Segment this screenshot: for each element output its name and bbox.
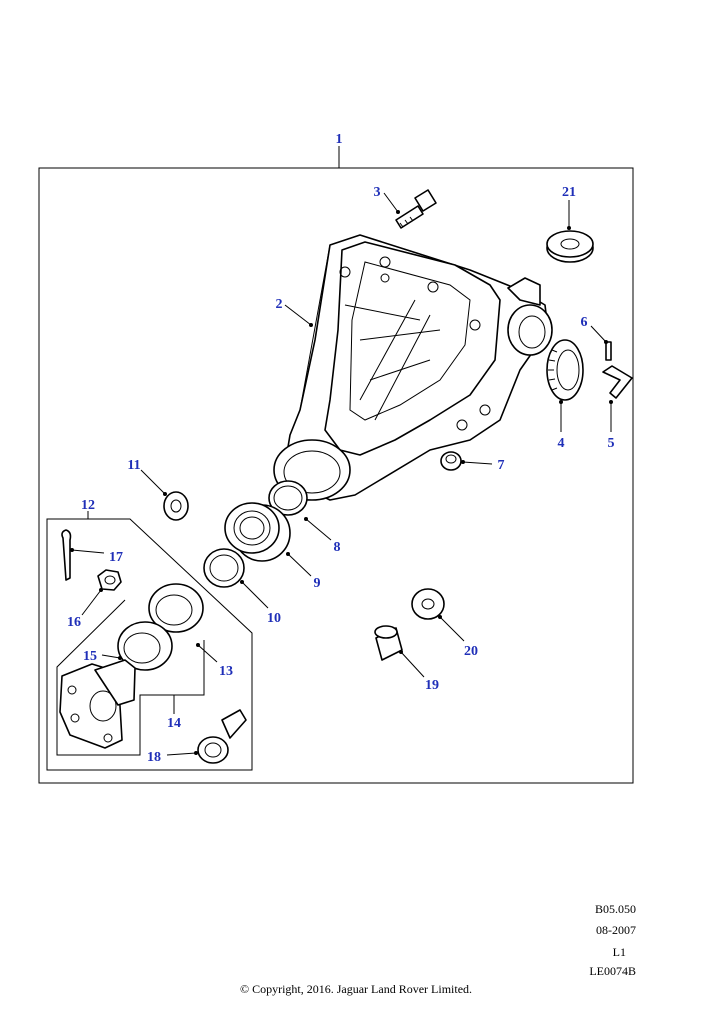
callout-16[interactable]: 16 bbox=[67, 615, 81, 630]
pin-part-6 bbox=[605, 341, 612, 361]
callout-7[interactable]: 7 bbox=[498, 458, 505, 473]
callout-19[interactable]: 19 bbox=[425, 678, 439, 693]
diagram-level: L1 bbox=[612, 945, 626, 959]
callout-2[interactable]: 2 bbox=[276, 297, 283, 312]
callout-5[interactable]: 5 bbox=[608, 436, 615, 451]
callout-9[interactable]: 9 bbox=[314, 576, 321, 591]
callout-6[interactable]: 6 bbox=[581, 315, 588, 330]
seal-part-10 bbox=[203, 548, 245, 588]
callout-1[interactable]: 1 bbox=[336, 132, 343, 147]
callout-3[interactable]: 3 bbox=[374, 185, 381, 200]
nut-part-7 bbox=[440, 451, 462, 471]
callout-12[interactable]: 12 bbox=[81, 498, 95, 513]
o-ring-part-8 bbox=[268, 480, 308, 516]
castle-nut-part-16 bbox=[97, 569, 122, 591]
seal-part-13 bbox=[148, 583, 204, 633]
callout-20[interactable]: 20 bbox=[464, 644, 478, 659]
cotter-pin-part-17 bbox=[61, 529, 72, 581]
diagram-ref: B05.050 bbox=[594, 902, 636, 916]
assembly-frame bbox=[38, 167, 634, 784]
tone-ring-part-4 bbox=[546, 339, 584, 401]
leader-lines bbox=[70, 146, 613, 756]
callout-18[interactable]: 18 bbox=[147, 750, 161, 765]
callout-11[interactable]: 11 bbox=[127, 458, 140, 473]
bearing-part-9 bbox=[224, 502, 291, 562]
bolt-part-3 bbox=[395, 189, 437, 229]
bush-part-20 bbox=[411, 588, 445, 620]
washer-part-11 bbox=[163, 491, 189, 521]
callout-17[interactable]: 17 bbox=[109, 550, 123, 565]
copyright-notice: © Copyright, 2016. Jaguar Land Rover Lim… bbox=[239, 982, 473, 996]
callout-4[interactable]: 4 bbox=[558, 436, 565, 451]
kit-12-frame bbox=[46, 518, 253, 771]
washer-part-21 bbox=[546, 230, 594, 263]
callout-8[interactable]: 8 bbox=[334, 540, 341, 555]
differential-housing bbox=[273, 234, 553, 501]
kit-14-frame bbox=[56, 599, 205, 756]
callout-21[interactable]: 21 bbox=[562, 185, 576, 200]
flange-part-14 bbox=[59, 659, 136, 749]
callout-10[interactable]: 10 bbox=[267, 611, 281, 626]
callout-15[interactable]: 15 bbox=[83, 649, 97, 664]
diagram-code: LE0074B bbox=[589, 964, 636, 978]
seal-part-15 bbox=[117, 621, 173, 671]
bush-part-19 bbox=[374, 625, 403, 661]
bracket-part-5 bbox=[602, 365, 633, 399]
callout-14[interactable]: 14 bbox=[167, 716, 181, 731]
diagram-date: 08-2007 bbox=[596, 923, 636, 937]
callouts: 1 2 3 4 5 6 7 8 9 10 11 12 13 14 15 16 1… bbox=[67, 132, 615, 765]
callout-13[interactable]: 13 bbox=[219, 664, 233, 679]
flange-bolt-part-18 bbox=[197, 709, 247, 764]
